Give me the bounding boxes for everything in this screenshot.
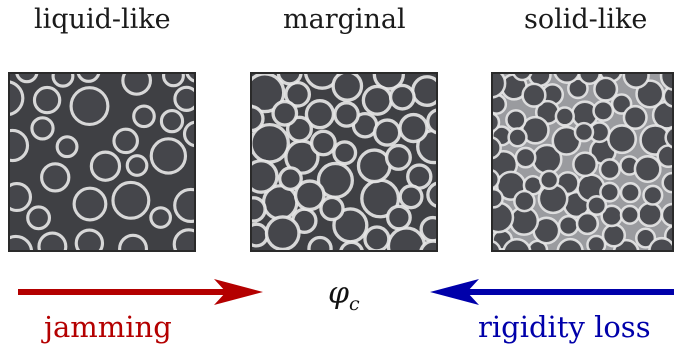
phi-subscript: c bbox=[349, 293, 360, 315]
jamming-arrow bbox=[18, 279, 263, 305]
solid-like-foam-image bbox=[491, 72, 674, 252]
marginal-foam-image bbox=[250, 72, 438, 252]
jamming-caption: jamming bbox=[44, 310, 172, 344]
panel-label-liquid-like: liquid-like bbox=[34, 4, 171, 35]
rigidity-loss-caption: rigidity loss bbox=[478, 310, 651, 344]
liquid-like-foam-image bbox=[8, 72, 196, 252]
rigidity-loss-arrow bbox=[430, 279, 674, 305]
critical-packing-fraction-label: φc bbox=[328, 276, 360, 315]
panel-label-solid-like: solid-like bbox=[524, 4, 648, 35]
panel-label-marginal: marginal bbox=[283, 4, 406, 35]
phi-symbol: φ bbox=[328, 276, 350, 311]
